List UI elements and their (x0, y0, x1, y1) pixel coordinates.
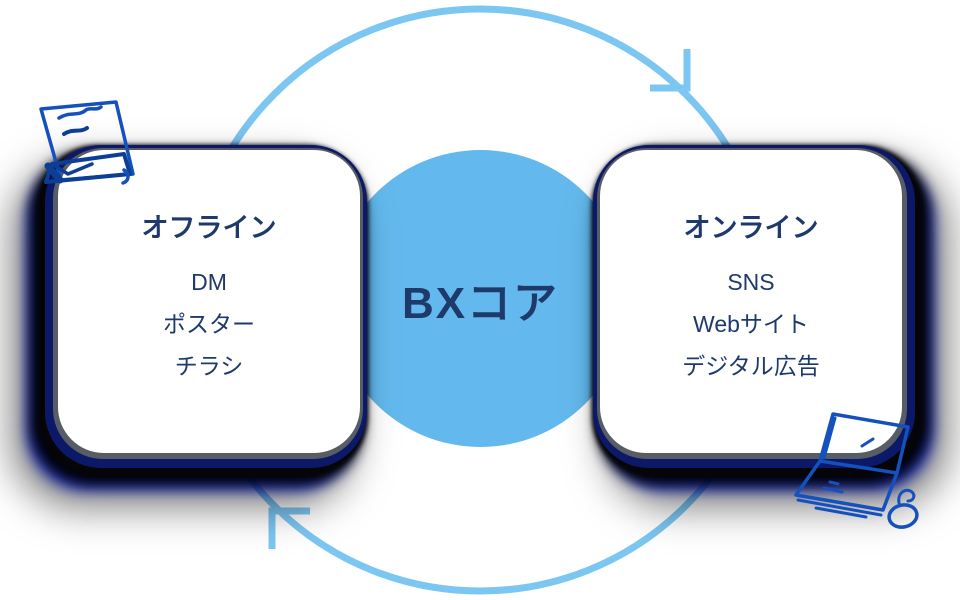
clockwise-arrowhead-top-icon (650, 49, 691, 92)
envelope-body (44, 152, 132, 184)
envelope-curl (121, 168, 130, 185)
envelope-flap (44, 162, 64, 184)
mouse-body (887, 503, 919, 529)
core-circle: BXコア (332, 150, 629, 447)
clockwise-arrowhead-bottom-icon (268, 507, 310, 549)
laptop-base-edge (796, 498, 883, 517)
laptop-base-edge-2 (814, 506, 868, 519)
letter-squiggle-2 (62, 126, 89, 136)
list-item: DM (191, 269, 227, 295)
list-item: ポスター (163, 311, 255, 337)
laptop-screen-glare (860, 437, 875, 448)
letter-sheet (39, 100, 135, 182)
offline-card: オフライン DM ポスター チラシ (58, 150, 360, 453)
list-item: Webサイト (693, 311, 809, 337)
list-item: デジタル広告 (682, 353, 820, 379)
online-card: オンライン SNS Webサイト デジタル広告 (600, 150, 902, 453)
list-item: チラシ (174, 353, 244, 379)
list-item: SNS (727, 269, 775, 295)
laptop-keys (822, 480, 844, 494)
laptop-base (794, 459, 899, 512)
offline-card-title: オフライン (141, 213, 277, 243)
online-card-items: SNS Webサイト デジタル広告 (600, 261, 902, 387)
letter-sketch-icon (39, 100, 135, 185)
laptop-mouse-sketch-icon (794, 412, 919, 529)
mouse-cable (897, 488, 916, 505)
laptop-screen-double-line (822, 416, 837, 460)
envelope-fold (50, 162, 94, 176)
letter-squiggle (57, 105, 103, 120)
online-card-title: オンライン (683, 213, 819, 243)
offline-card-items: DM ポスター チラシ (58, 261, 360, 387)
core-label: BXコア (401, 278, 560, 328)
